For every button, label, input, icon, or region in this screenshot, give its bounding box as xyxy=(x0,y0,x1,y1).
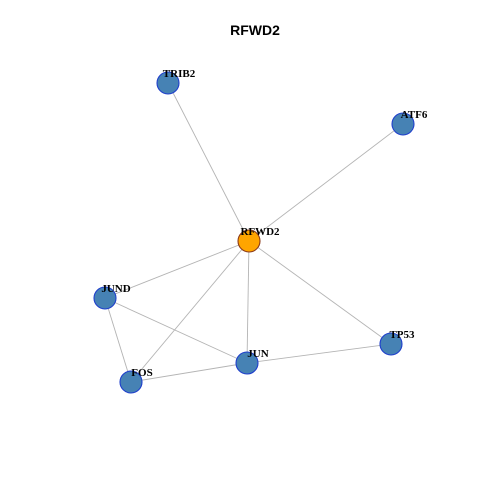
edge-rfwd2-tp53 xyxy=(248,240,392,345)
node-atf6[interactable] xyxy=(391,112,415,136)
edge-rfwd2-fos xyxy=(130,240,250,383)
edge-rfwd2-atf6 xyxy=(248,123,404,242)
node-label-jund: JUND xyxy=(101,283,130,295)
edge-rfwd2-jund xyxy=(104,240,250,299)
node-label-tp53: TP53 xyxy=(389,329,415,341)
node-jun[interactable] xyxy=(235,351,259,375)
edge-rfwd2-trib2 xyxy=(167,82,250,242)
edge-jun-tp53 xyxy=(246,343,392,364)
node-label-jun: JUN xyxy=(247,348,268,360)
node-tp53[interactable] xyxy=(379,332,403,356)
edge-jun-fos xyxy=(130,362,248,383)
edges-layer xyxy=(104,82,404,383)
node-fos[interactable] xyxy=(119,370,143,394)
node-rfwd2[interactable] xyxy=(237,229,261,253)
node-label-atf6: ATF6 xyxy=(401,109,428,121)
edge-jund-fos xyxy=(104,297,132,383)
edge-rfwd2-jun xyxy=(246,240,250,364)
diagram-title: RFWD2 xyxy=(230,22,280,38)
edge-jund-jun xyxy=(104,297,248,364)
node-jund[interactable] xyxy=(93,286,117,310)
node-label-rfwd2: RFWD2 xyxy=(240,226,280,238)
node-label-fos: FOS xyxy=(131,367,152,379)
node-trib2[interactable] xyxy=(156,71,180,95)
node-label-trib2: TRIB2 xyxy=(163,68,196,80)
nodes-layer xyxy=(93,71,415,394)
